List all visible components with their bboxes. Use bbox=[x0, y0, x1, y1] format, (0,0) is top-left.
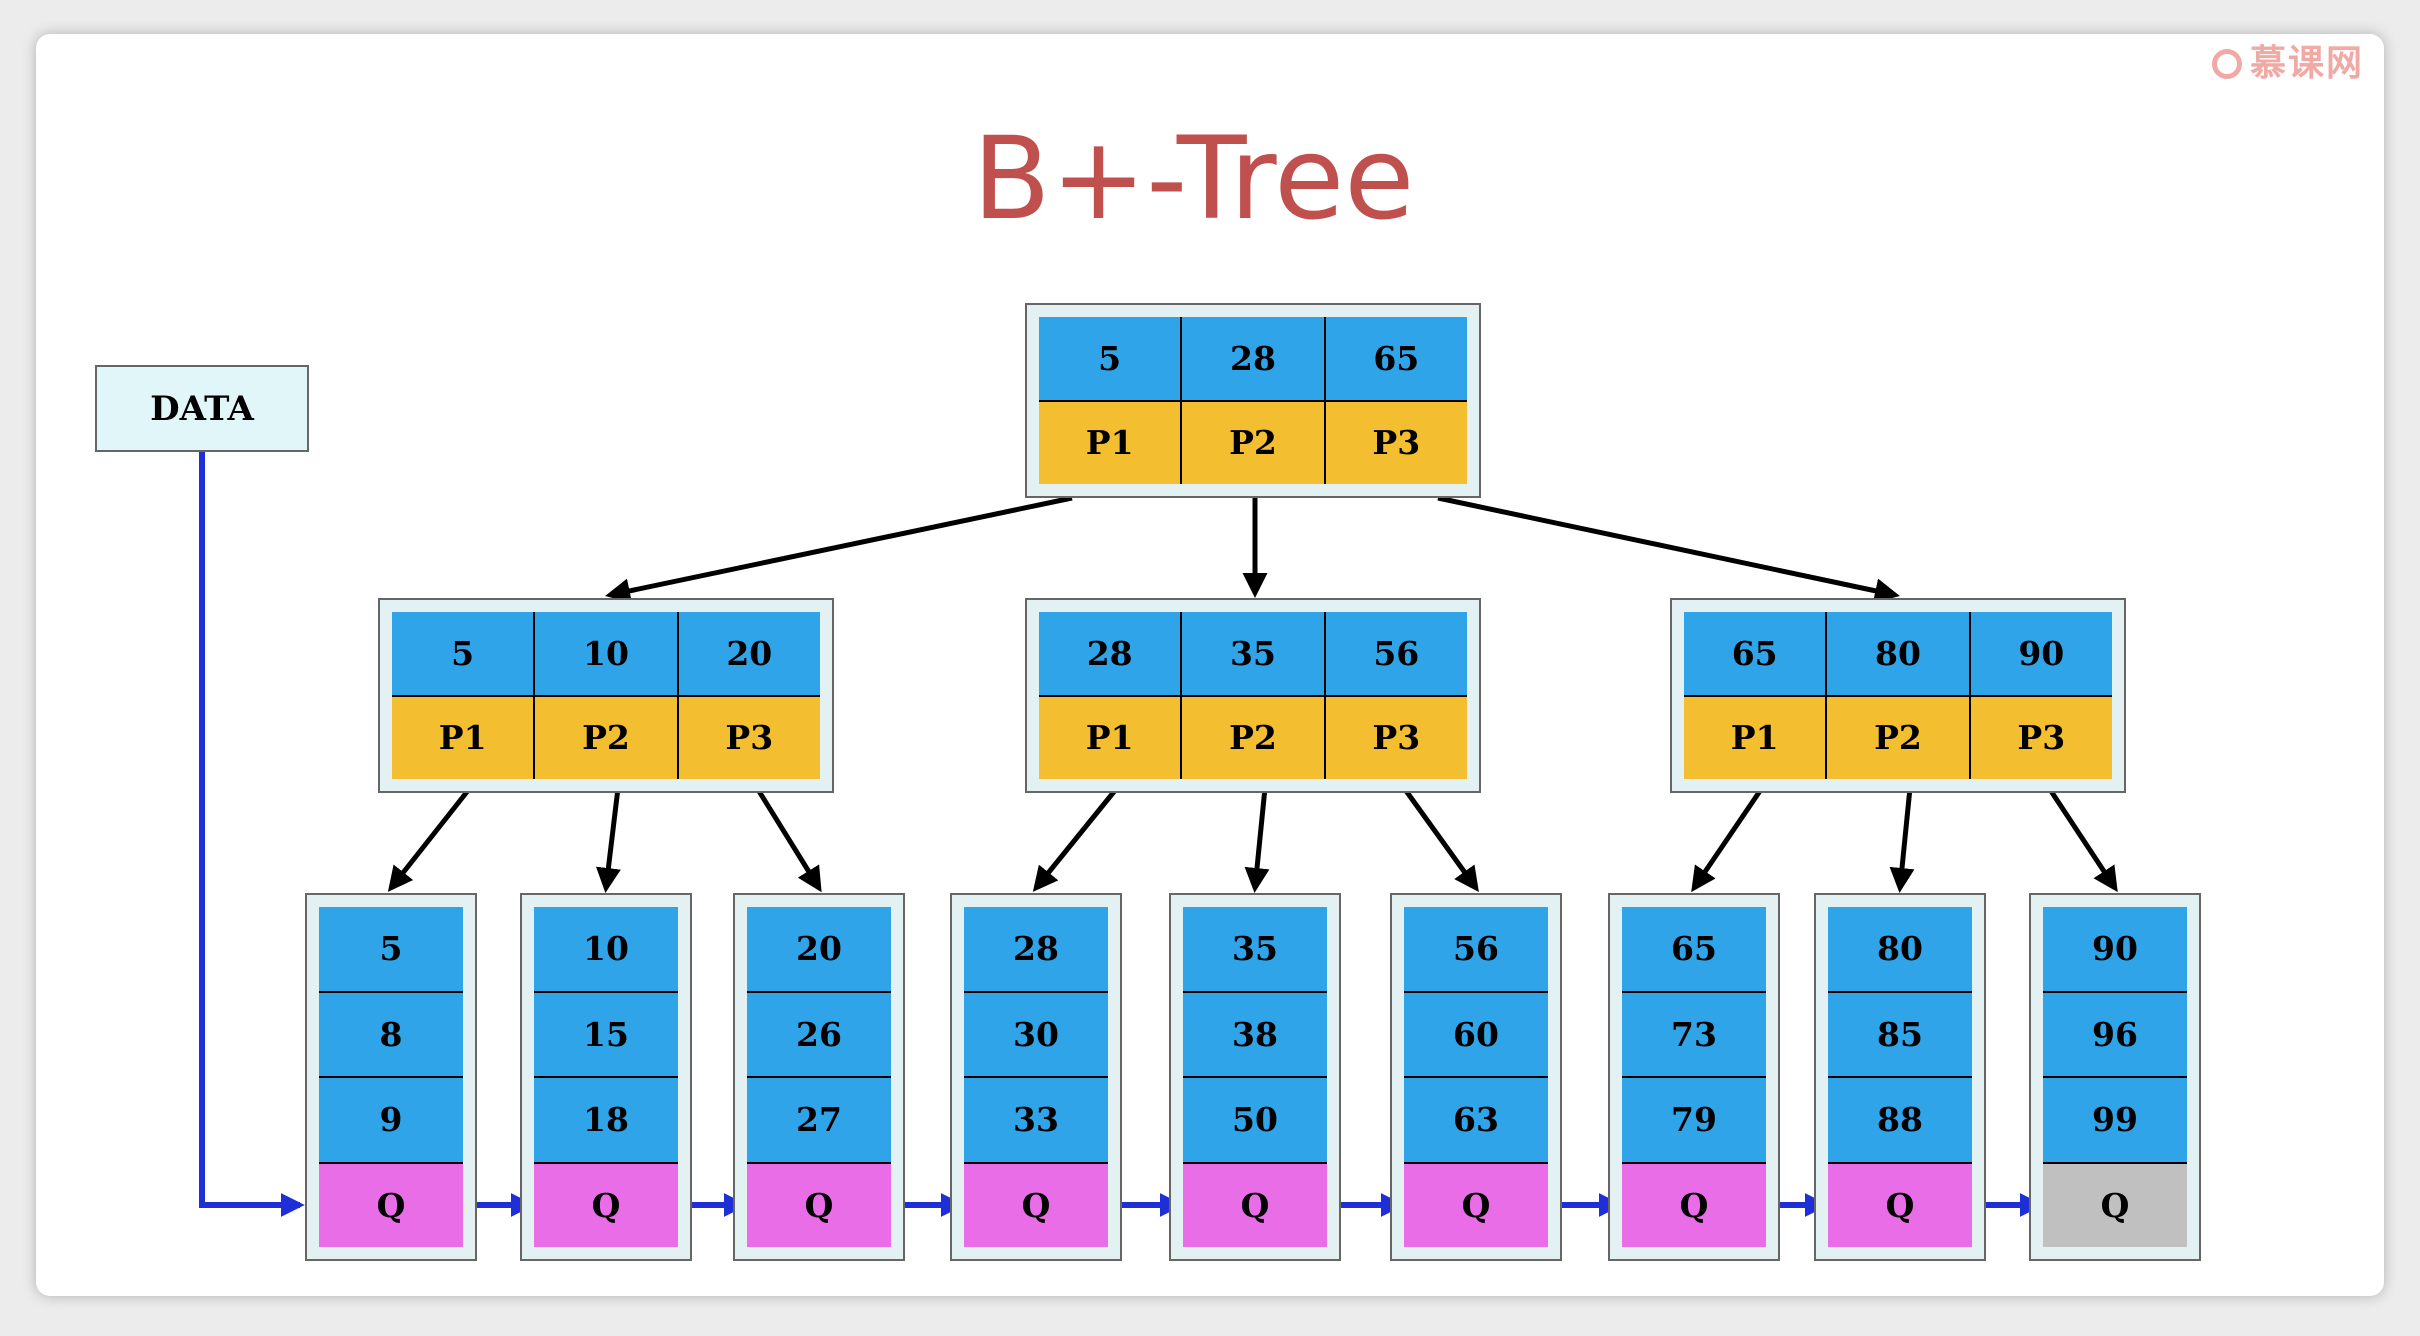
key-cell: 90 bbox=[1970, 612, 2112, 695]
leaf-key-cell: 30 bbox=[964, 992, 1108, 1076]
leaf-key-cell: 99 bbox=[2043, 1078, 2187, 1162]
leaf-key-cell: 5 bbox=[319, 907, 463, 991]
leaf-key-cell: 63 bbox=[1404, 1078, 1548, 1162]
leaf-pointer-cell: Q bbox=[1828, 1163, 1972, 1247]
leaf-key-cell: 56 bbox=[1404, 907, 1548, 991]
leaf-key-cell: 26 bbox=[747, 992, 891, 1076]
tree-edge-arrow bbox=[1244, 787, 1270, 893]
leaf-pointer-cell: Q bbox=[747, 1163, 891, 1247]
pointer-cell: P2 bbox=[1182, 401, 1324, 484]
pointer-cell: P3 bbox=[1325, 696, 1467, 779]
key-cell: 10 bbox=[535, 612, 677, 695]
key-cell: 20 bbox=[678, 612, 820, 695]
key-cell: 28 bbox=[1182, 317, 1324, 400]
pointer-cell: P1 bbox=[1039, 696, 1181, 779]
tree-edge-arrow bbox=[1691, 786, 1765, 893]
leaf-key-cell: 8 bbox=[319, 992, 463, 1076]
leaf-pointer-cell: Q bbox=[534, 1163, 678, 1247]
key-cell: 56 bbox=[1325, 612, 1467, 695]
tree-edge-arrow bbox=[1889, 787, 1915, 893]
data-entry-box: DATA bbox=[95, 365, 309, 452]
leaf-key-cell: 85 bbox=[1828, 992, 1972, 1076]
leaf-key-cell: 10 bbox=[534, 907, 678, 991]
tree-edge-arrow bbox=[2046, 786, 2118, 893]
leaf-pointer-cell: Q bbox=[1404, 1163, 1548, 1247]
key-cell: 35 bbox=[1182, 612, 1324, 695]
leaf-key-cell: 65 bbox=[1622, 907, 1766, 991]
tree-edge-arrow bbox=[605, 495, 1073, 604]
leaf-key-cell: 88 bbox=[1828, 1078, 1972, 1162]
leaf-key-cell: 35 bbox=[1183, 907, 1327, 991]
leaf-key-cell: 73 bbox=[1622, 992, 1766, 1076]
pointer-cell: P3 bbox=[1970, 696, 2112, 779]
leaf-key-cell: 18 bbox=[534, 1078, 678, 1162]
logo-icon bbox=[2212, 49, 2242, 79]
leaf-key-cell: 50 bbox=[1183, 1078, 1327, 1162]
pointer-cell: P3 bbox=[678, 696, 820, 779]
leaf-pointer-cell: Q bbox=[319, 1163, 463, 1247]
watermark-logo: 慕课网 bbox=[2212, 34, 2364, 86]
pointer-cell: P2 bbox=[1827, 696, 1969, 779]
leaf-key-cell: 60 bbox=[1404, 992, 1548, 1076]
leaf-key-cell: 38 bbox=[1183, 992, 1327, 1076]
leaf-pointer-cell: Q bbox=[2043, 1163, 2187, 1247]
leaf-key-cell: 79 bbox=[1622, 1078, 1766, 1162]
key-cell: 65 bbox=[1684, 612, 1826, 695]
tree-edge-arrow bbox=[754, 786, 822, 893]
leaf-key-cell: 80 bbox=[1828, 907, 1972, 991]
leaf-key-cell: 15 bbox=[534, 992, 678, 1076]
key-cell: 80 bbox=[1827, 612, 1969, 695]
leaf-pointer-cell: Q bbox=[1622, 1163, 1766, 1247]
tree-edge-arrow bbox=[387, 786, 472, 892]
pointer-cell: P1 bbox=[1684, 696, 1826, 779]
leaf-key-cell: 28 bbox=[964, 907, 1108, 991]
leaf-key-cell: 20 bbox=[747, 907, 891, 991]
watermark-text: 慕课网 bbox=[2250, 43, 2365, 84]
pointer-cell: P2 bbox=[1182, 696, 1324, 779]
tree-edge-arrow bbox=[595, 787, 621, 893]
leaf-pointer-cell: Q bbox=[964, 1163, 1108, 1247]
leaf-key-cell: 9 bbox=[319, 1078, 463, 1162]
key-cell: 28 bbox=[1039, 612, 1181, 695]
key-cell: 5 bbox=[1039, 317, 1181, 400]
tree-edge-arrow bbox=[1032, 786, 1119, 892]
diagram-title: B+-Tree bbox=[972, 112, 1415, 245]
pointer-cell: P3 bbox=[1325, 401, 1467, 484]
leaf-key-cell: 33 bbox=[964, 1078, 1108, 1162]
leaf-key-cell: 27 bbox=[747, 1078, 891, 1162]
tree-edge-arrow bbox=[1437, 495, 1900, 604]
leaf-key-cell: 96 bbox=[2043, 992, 2187, 1076]
leaf-pointer-cell: Q bbox=[1183, 1163, 1327, 1247]
pointer-cell: P1 bbox=[392, 696, 534, 779]
leaf-key-cell: 90 bbox=[2043, 907, 2187, 991]
pointer-cell: P1 bbox=[1039, 401, 1181, 484]
key-cell: 65 bbox=[1325, 317, 1467, 400]
data-link-arrow bbox=[199, 452, 305, 1217]
key-cell: 5 bbox=[392, 612, 534, 695]
pointer-cell: P2 bbox=[535, 696, 677, 779]
tree-edge-arrow bbox=[1401, 786, 1479, 893]
